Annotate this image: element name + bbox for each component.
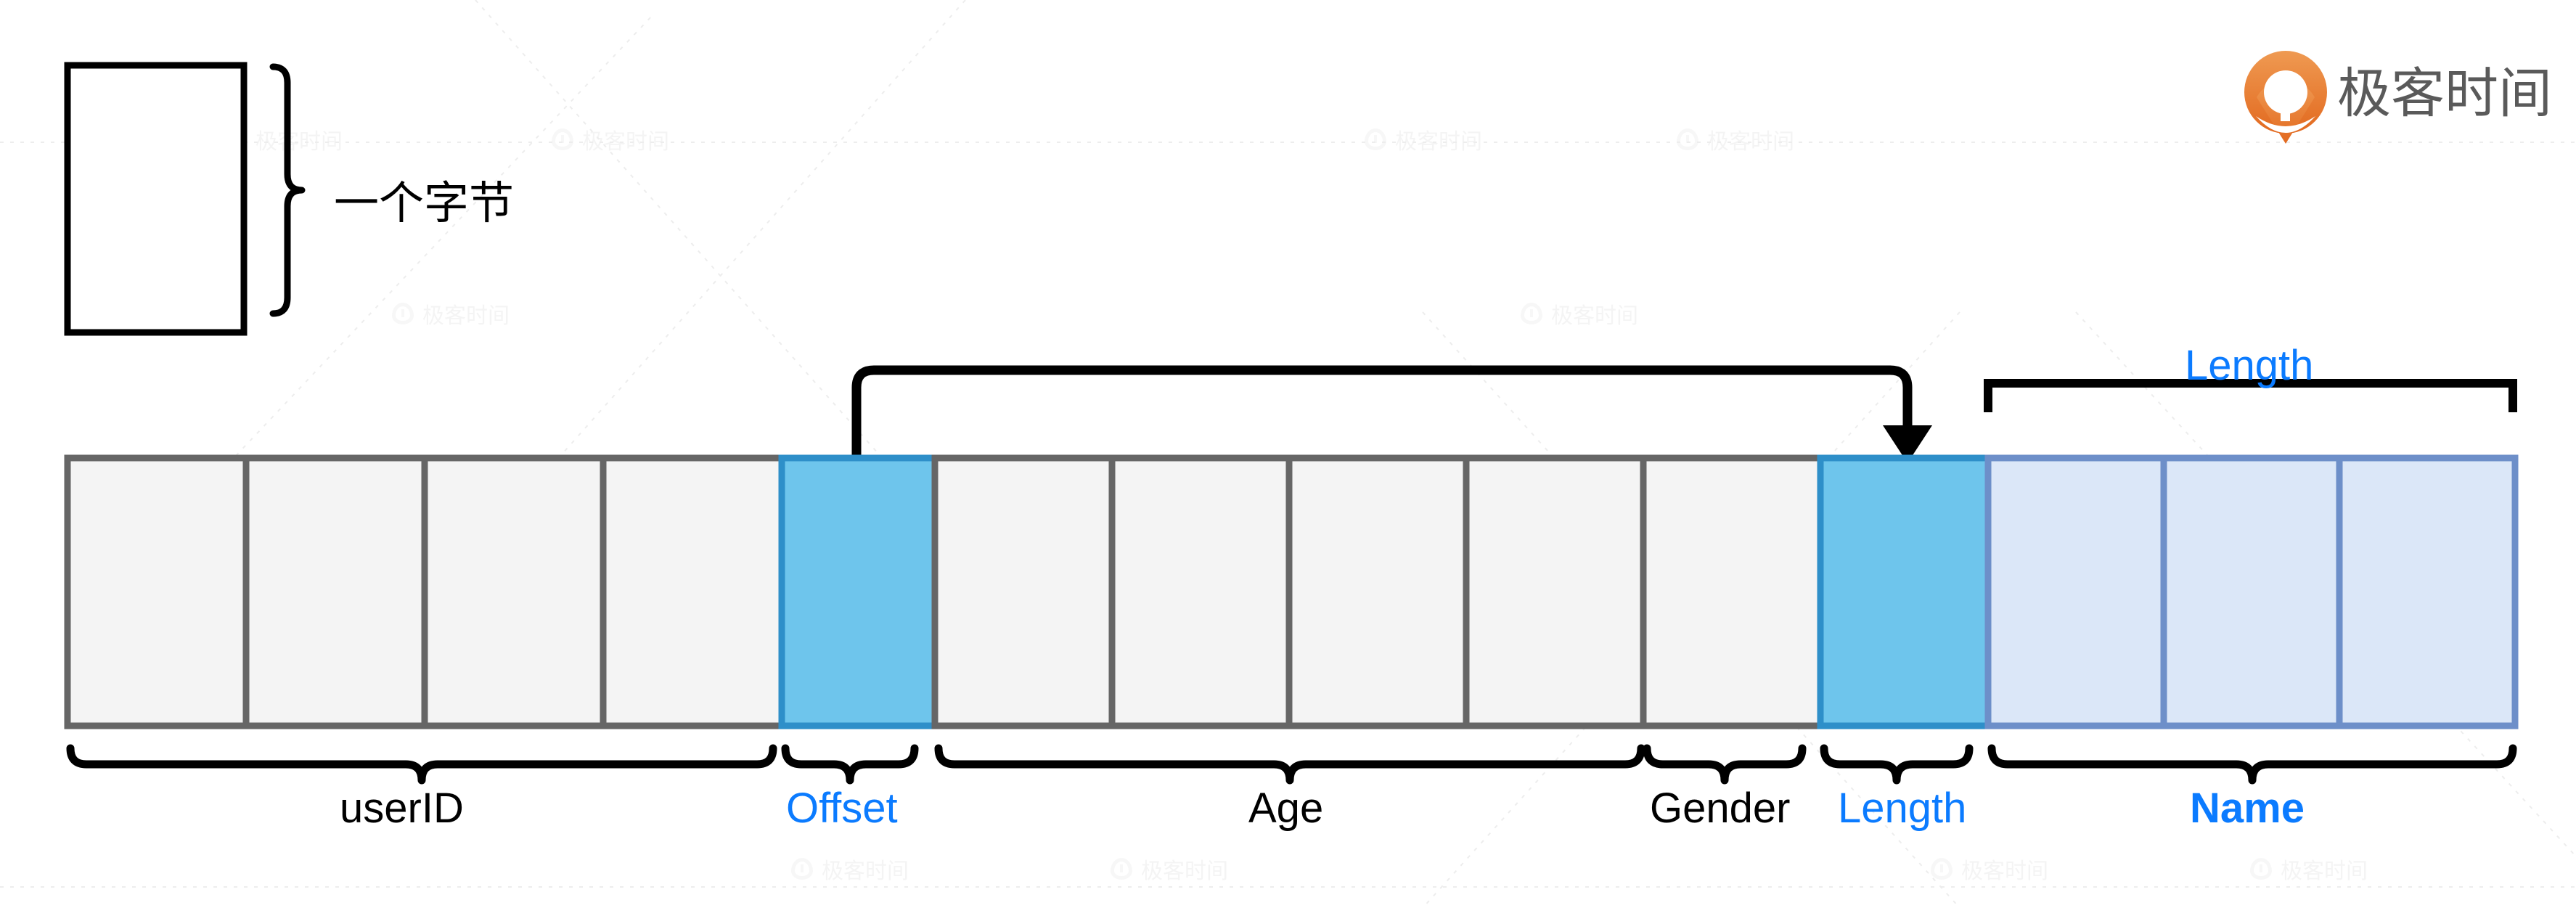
legend-brace	[269, 63, 306, 317]
arrowhead-down-icon	[1883, 425, 1932, 463]
field-cells-userID	[64, 454, 785, 729]
field-label-offset: Offset	[786, 785, 898, 832]
brace-age	[934, 744, 1645, 785]
byte-cell	[1463, 454, 1647, 729]
byte-cell	[1285, 454, 1470, 729]
byte-cell-name	[2160, 454, 2343, 729]
byte-cell	[242, 454, 428, 729]
field-label-name: Name	[2190, 785, 2305, 832]
field-label-gender: Gender	[1650, 785, 1791, 832]
top-bracket-label-length: Length	[2185, 342, 2314, 389]
byte-cell	[1640, 454, 1824, 729]
field-cells-gender	[1640, 454, 1824, 729]
byte-box-icon	[64, 62, 248, 336]
byte-cell	[64, 454, 250, 729]
name-length-bracket	[1984, 379, 2517, 412]
brace-gender	[1643, 744, 1807, 785]
field-cells-name	[1984, 454, 2519, 729]
bottom-braces	[66, 744, 2517, 785]
field-label-userID: userID	[340, 785, 464, 832]
byte-cell	[600, 454, 785, 729]
field-label-age: Age	[1248, 785, 1324, 832]
brand-logo	[2244, 51, 2327, 144]
byte-cell-name	[2336, 454, 2519, 729]
field-label-length: Length	[1838, 785, 1967, 832]
byte-cell-highlight	[1817, 454, 1992, 729]
byte-cell-highlight	[778, 454, 939, 729]
byte-cell	[421, 454, 607, 729]
field-cells-length	[1817, 454, 1992, 729]
byte-cell-name	[1984, 454, 2167, 729]
offset-to-length-arrow	[851, 365, 1913, 457]
field-cells-age	[931, 454, 1647, 729]
brace-length	[1820, 744, 1974, 785]
brace-userID	[66, 744, 777, 785]
byte-cell	[1108, 454, 1293, 729]
brand-name: 极客时间	[2337, 62, 2552, 125]
legend-label: 一个字节	[334, 179, 515, 229]
byte-cell	[931, 454, 1116, 729]
brace-offset	[781, 744, 919, 785]
brace-name	[1987, 744, 2517, 785]
field-cells-offset	[778, 454, 939, 729]
